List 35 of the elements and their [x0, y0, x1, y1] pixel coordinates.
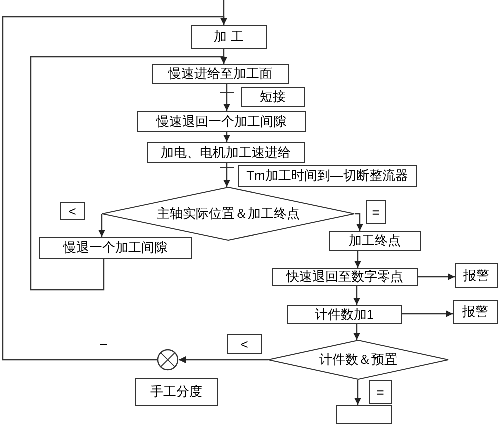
note-box: Tm加工时间到—切断整流器: [238, 165, 417, 187]
arrow: [402, 310, 453, 318]
process-box: 加电、电机加工速进给: [147, 142, 305, 163]
arrow: [224, 132, 230, 142]
arrow: [224, 84, 230, 111]
condition-box: =: [369, 380, 392, 404]
condition-box: <: [60, 202, 85, 220]
process-box: 计件数加1: [287, 305, 402, 324]
arrow: [179, 356, 268, 364]
arrow: [354, 251, 362, 268]
condition-box: =: [366, 200, 386, 224]
process-box: [336, 405, 392, 424]
process-box: 快速退回至数字零点: [272, 268, 418, 286]
summing-junction: [157, 349, 179, 371]
arrow: [30, 56, 228, 291]
note-box: 短接: [241, 87, 305, 107]
note-text: –: [100, 336, 108, 351]
arrow: [354, 380, 362, 405]
alarm-box: 报警: [455, 263, 498, 288]
process-box: 慢速进给至加工面: [152, 64, 289, 84]
arrow: [418, 274, 455, 280]
alarm-box: 报警: [453, 300, 498, 324]
arrow: [354, 324, 360, 340]
arrow: [98, 213, 106, 237]
process-box: 手工分度: [135, 378, 218, 406]
process-box: 慢速退回一个加工间隙: [137, 111, 306, 132]
process-box: 加 工: [191, 25, 267, 49]
process-box: 慢退一个加工间隙: [39, 237, 192, 259]
arrow: [355, 213, 364, 231]
arrow: [2, 16, 228, 361]
decision-diamond: 计件数＆预置: [268, 340, 449, 380]
arrow: [354, 286, 360, 305]
arrow: [224, 163, 230, 187]
condition-box: <: [227, 334, 262, 354]
process-box: 加工终点: [329, 231, 421, 251]
